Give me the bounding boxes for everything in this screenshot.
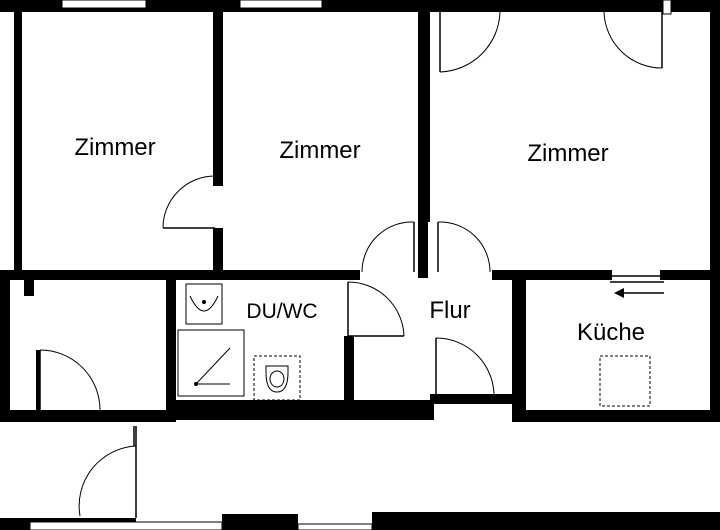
arrow-left-icon (614, 288, 664, 298)
windows (29, 0, 672, 530)
door-zimmer-right-a-swing (439, 11, 501, 73)
wall-top (0, 0, 720, 12)
wall-bath-right (344, 336, 354, 402)
wall-mid-horizontal-right2 (660, 270, 720, 280)
window-1 (61, 0, 147, 9)
door-bath-swing (347, 281, 405, 337)
door-flur-left-swing (361, 221, 415, 273)
door-flur-right-swing (437, 221, 491, 273)
room-label-zimmer-left: Zimmer (74, 134, 155, 161)
wall-divider-2 (418, 0, 430, 222)
doors (39, 10, 664, 518)
room-label-zimmer-right: Zimmer (527, 140, 608, 167)
wall-right (710, 0, 720, 420)
wall-divider-1 (213, 0, 223, 186)
window-2 (239, 0, 323, 9)
door-entry-swing (435, 337, 495, 397)
toilet-icon (253, 355, 301, 401)
wall-left-upper (14, 0, 22, 275)
door-left-lower-swing (39, 349, 101, 411)
sink-icon (185, 283, 223, 325)
room-label-du-wc: DU/WC (246, 300, 317, 323)
wall-bottom-mid (222, 514, 298, 530)
wall-kueche-bottom (512, 410, 720, 422)
door-bottom-swing (78, 445, 137, 517)
window-3 (662, 0, 672, 15)
room-label-flur: Flur (429, 297, 470, 324)
wall-left-lower-bottom (0, 410, 176, 422)
wall-left-lower (0, 280, 10, 420)
wall-flur-bottom (430, 394, 526, 404)
wall-bath-bottom (166, 400, 434, 420)
room-label-zimmer-middle: Zimmer (279, 137, 360, 164)
room-label-kueche: Küche (577, 319, 645, 346)
wall-corridor-post (24, 280, 34, 296)
wall-corridor-stub (36, 350, 40, 418)
door-zimmer-right-b-swing (603, 11, 663, 69)
door-zimmer-middle-swing (162, 175, 216, 229)
wall-bath-left (166, 278, 176, 420)
wall-mid-horizontal-left (0, 270, 360, 280)
window-bottom-1 (29, 521, 223, 530)
wall-divider-1-lower (213, 228, 223, 278)
shower-icon (177, 329, 245, 397)
wall-divider-2-lower (418, 222, 428, 278)
wall-bottom-right-inner (440, 520, 720, 530)
wall-mid-horizontal-right (492, 270, 612, 280)
window-bottom-2 (297, 523, 373, 530)
wall-flur-right (512, 278, 526, 420)
stove-icon (599, 355, 651, 407)
